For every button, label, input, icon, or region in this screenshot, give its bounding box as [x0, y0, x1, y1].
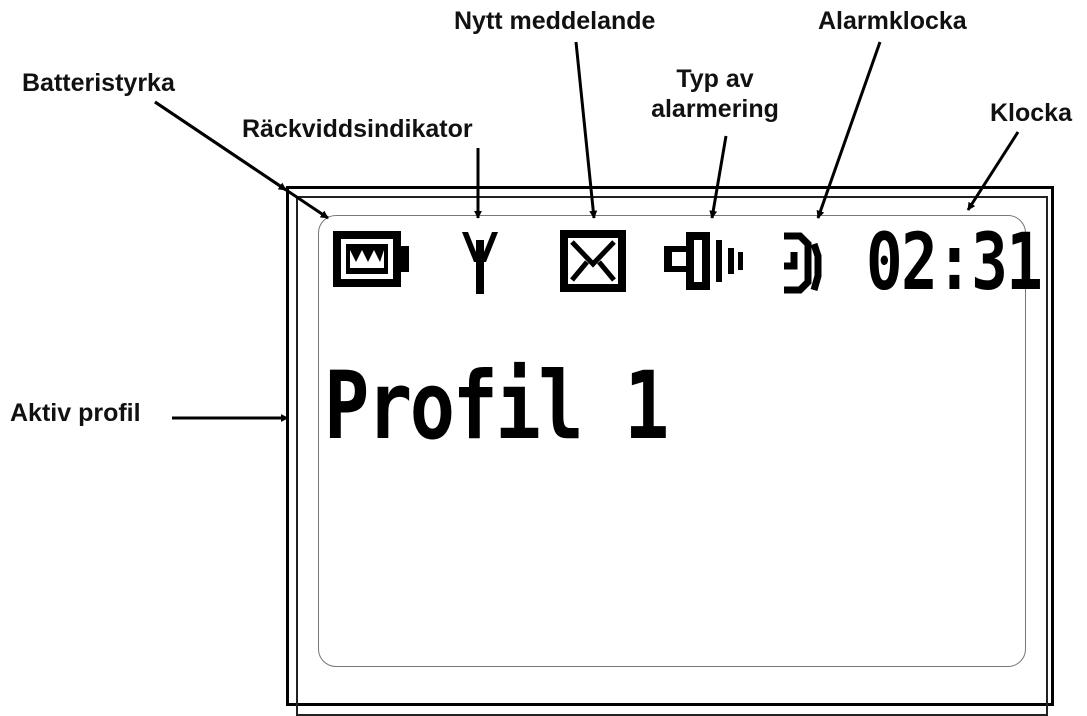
arrow-clock: [966, 131, 1020, 211]
label-active-profile: Aktiv profil: [10, 399, 141, 427]
lcd-clock-readout: 02:31: [866, 218, 1043, 308]
label-new-message: Nytt meddelande: [454, 7, 656, 35]
lcd-profile-readout: Profil 1: [324, 352, 669, 461]
arrow-new-message: [574, 41, 598, 219]
label-clock: Klocka: [990, 99, 1072, 127]
arrow-alarm-clock: [816, 41, 882, 219]
battery-icon: [333, 231, 409, 287]
label-alert-type-line2: alarmering: [651, 95, 779, 123]
label-alert-type-line1: Typ av: [676, 65, 754, 93]
speaker-icon: [664, 232, 743, 290]
antenna-icon: [462, 232, 498, 294]
envelope-icon: [560, 230, 626, 292]
arrow-alert-type: [709, 135, 728, 219]
label-alarm-clock: Alarmklocka: [818, 7, 967, 35]
label-alert-type: Typ av alarmering: [640, 64, 790, 124]
alarm-clock-icon: [784, 232, 822, 294]
label-battery: Batteristyrka: [22, 69, 175, 97]
arrow-battery-frame: [154, 100, 287, 192]
diagram-overlay: [154, 41, 1020, 422]
label-range: Räckviddsindikator: [242, 115, 473, 143]
lcd-screen: [318, 215, 1026, 667]
